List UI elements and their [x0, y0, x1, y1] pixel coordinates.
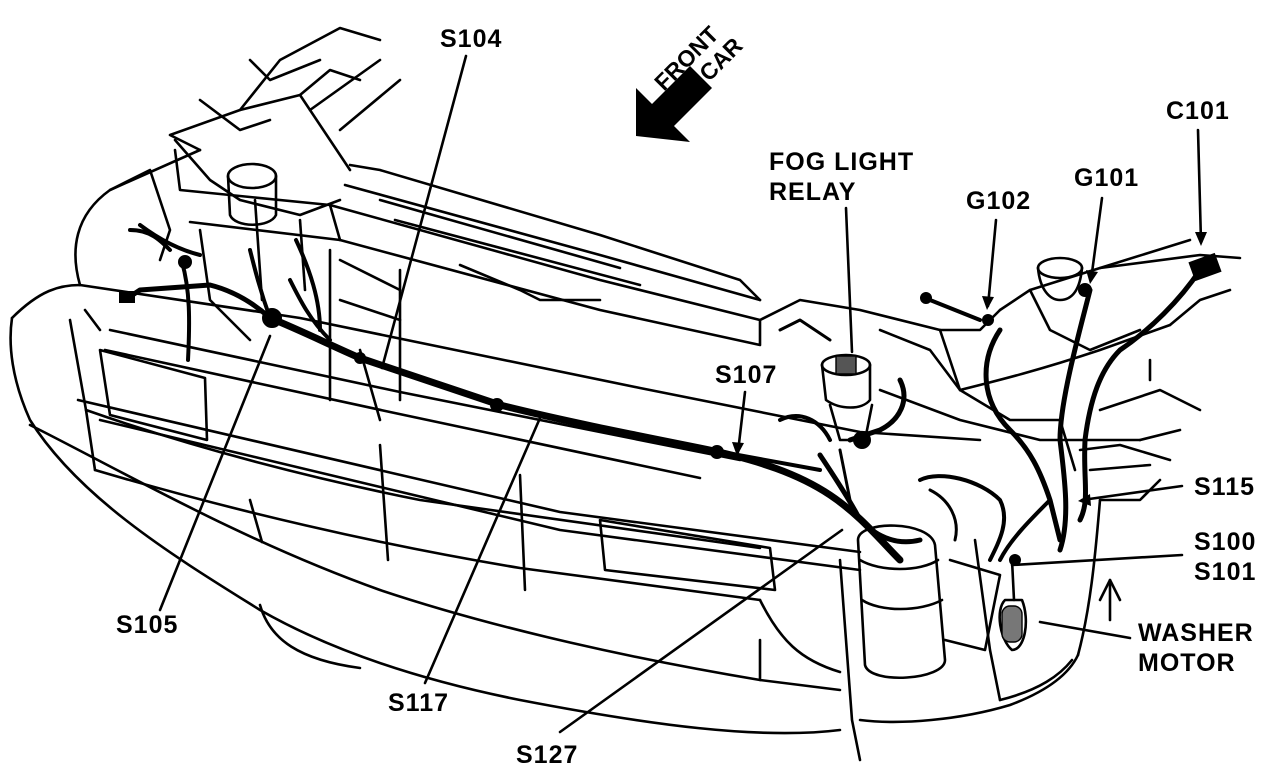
washer-motor-body	[998, 558, 1028, 652]
label-s107: S107	[715, 361, 778, 389]
right-fender-outline	[758, 238, 1242, 622]
label-c101: C101	[1166, 97, 1230, 125]
harness-connectors	[119, 252, 1222, 566]
label-washer-motor-line2: MOTOR	[1138, 649, 1236, 677]
label-s115: S115	[1194, 473, 1256, 501]
wiring-harness	[122, 223, 1203, 564]
label-s127: S127	[516, 741, 579, 769]
label-s100: S100	[1194, 528, 1257, 556]
arrow-down-left-icon	[636, 66, 712, 142]
label-s101: S101	[1194, 558, 1257, 586]
washer-bottle	[856, 524, 1002, 680]
label-washer-motor-line1: WASHER	[1138, 619, 1254, 647]
radiator-support-outline	[173, 148, 762, 422]
left-fender-outline	[74, 26, 402, 287]
label-s104: S104	[440, 25, 503, 53]
front-bumper-outline	[9, 283, 1102, 762]
label-s105: S105	[116, 611, 179, 639]
label-g102: G102	[966, 187, 1032, 215]
label-s117: S117	[388, 689, 450, 717]
label-fog-light-relay-line2: RELAY	[769, 178, 857, 206]
washer-reservoir-cap	[1036, 256, 1084, 302]
coolant-reservoir-left	[226, 162, 278, 227]
leader-lines	[158, 54, 1203, 734]
label-fog-light-relay-line1: FOG LIGHT	[769, 148, 915, 176]
label-g101: G101	[1074, 164, 1140, 192]
leader-arrowheads	[732, 232, 1207, 506]
